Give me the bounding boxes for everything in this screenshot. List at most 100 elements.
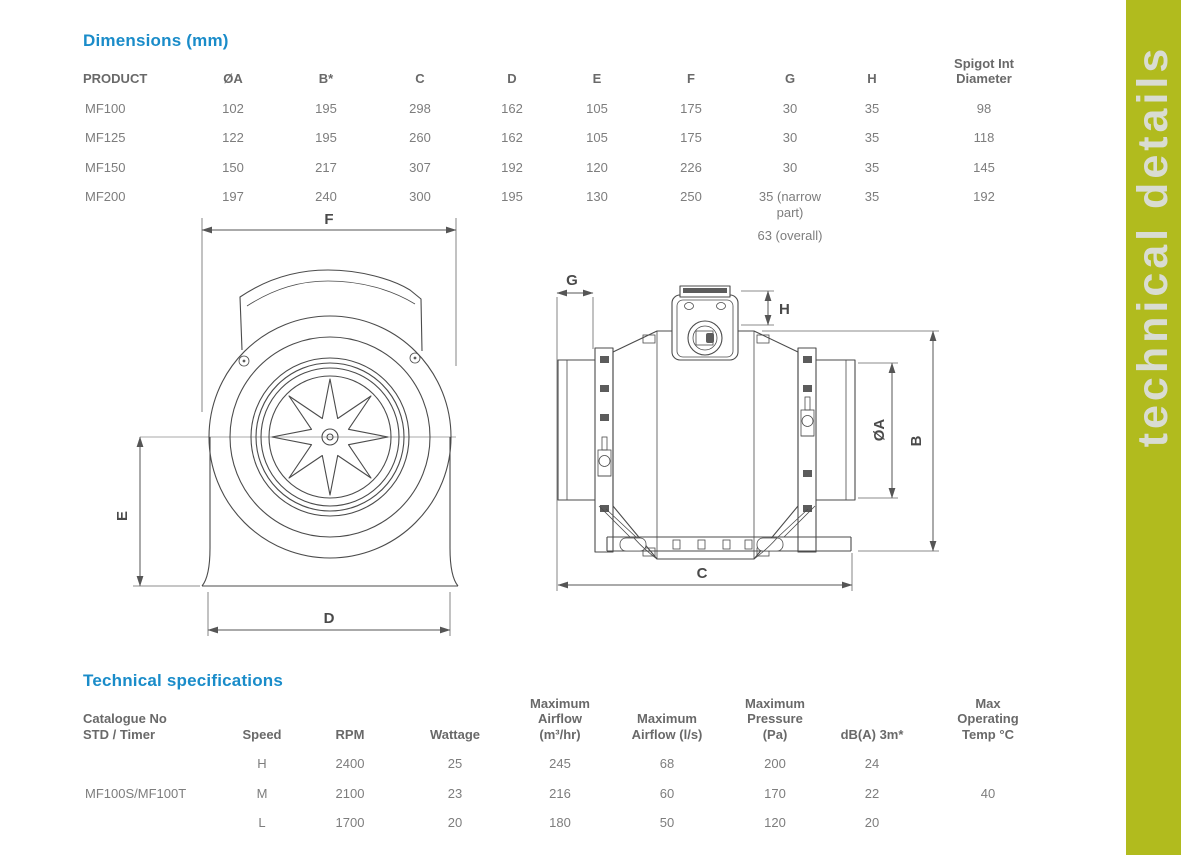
column-header: RPM xyxy=(335,726,365,742)
side-tab-label: technical details xyxy=(1129,44,1177,448)
table-cell: 195 xyxy=(315,100,337,116)
table-cell: 192 xyxy=(973,189,995,205)
impeller-drawing xyxy=(271,378,389,496)
table-cell: L xyxy=(258,815,266,831)
column-header: Catalogue No STD / Timer xyxy=(83,711,167,742)
column-header: Maximum Pressure (Pa) xyxy=(745,696,805,742)
column-header: C xyxy=(415,71,425,87)
column-header: ØA xyxy=(223,71,243,87)
table-cell: 120 xyxy=(764,815,786,831)
column-header: H xyxy=(867,71,877,87)
table-cell: 105 xyxy=(586,100,608,116)
table-cell: 245 xyxy=(549,755,571,771)
table-cell: 145 xyxy=(973,159,995,175)
table-cell: 24 xyxy=(864,755,880,771)
mounting-foot-drawing xyxy=(598,505,852,560)
side-view-drawing xyxy=(557,285,856,560)
table-cell: 240 xyxy=(315,189,337,205)
table-cell: 2100 xyxy=(335,785,365,801)
column-header: F xyxy=(687,71,695,87)
table-cell: H xyxy=(257,755,267,771)
side-view-dimensions: G H ØA B C xyxy=(556,272,939,591)
specs-title: Technical specifications xyxy=(83,671,284,690)
table-cell: 2400 xyxy=(335,755,365,771)
table-cell: 217 xyxy=(315,159,337,175)
table-cell: MF100 xyxy=(85,100,126,116)
table-cell: 68 xyxy=(659,755,675,771)
table-cell: 192 xyxy=(501,159,523,175)
side-tab-technical-details xyxy=(1126,0,1181,855)
table-cell: 197 xyxy=(222,189,244,205)
table-cell: 226 xyxy=(680,159,702,175)
table-cell: 195 xyxy=(501,189,523,205)
column-header: Spigot Int Diameter xyxy=(954,56,1014,87)
table-cell: 162 xyxy=(501,130,523,146)
table-cell: 20 xyxy=(864,815,880,831)
table-cell: 30 xyxy=(782,159,798,175)
table-cell: 180 xyxy=(549,815,571,831)
table-cell: 122 xyxy=(222,130,244,146)
table-cell: MF200 xyxy=(85,189,126,205)
table-cell: 30 xyxy=(782,130,798,146)
table-cell: MF100S/MF100T xyxy=(85,785,187,801)
table-cell: 162 xyxy=(501,100,523,116)
column-header: PRODUCT xyxy=(83,71,148,87)
dim-label-dia-a: ØA xyxy=(871,419,888,442)
table-cell: 35 xyxy=(864,159,880,175)
table-row: 63 (overall) xyxy=(83,228,1058,251)
fan-technical-drawing: F E D xyxy=(114,211,939,636)
table-cell: 175 xyxy=(680,130,702,146)
table-cell: 102 xyxy=(222,100,244,116)
dim-label-h: H xyxy=(779,301,790,318)
table-cell xyxy=(83,749,213,779)
table-cell: 195 xyxy=(315,130,337,146)
table-cell: 298 xyxy=(409,100,431,116)
table-cell xyxy=(83,808,213,838)
table-cell: 300 xyxy=(409,189,431,205)
table-cell xyxy=(929,749,1047,779)
table-cell: 105 xyxy=(586,130,608,146)
table-cell xyxy=(929,808,1047,838)
table-cell: MF125 xyxy=(85,130,126,146)
table-row: H 2400 25 245 68 200 24 xyxy=(83,749,1047,779)
column-header: E xyxy=(592,71,602,87)
table-cell: 22 xyxy=(864,785,880,801)
table-cell: 130 xyxy=(586,189,608,205)
column-header: Max Operating Temp °C xyxy=(957,696,1019,742)
terminal-box-drawing xyxy=(671,285,739,361)
mounting-bracket-drawing xyxy=(238,269,423,367)
table-cell: 175 xyxy=(680,100,702,116)
table-cell: 35 (narrow part) xyxy=(758,189,822,221)
table-cell: 120 xyxy=(586,159,608,175)
table-cell: 25 xyxy=(447,755,463,771)
table-row: MF150 150 217 307 192 120 226 30 35 145 xyxy=(83,153,1058,183)
dim-label-b: B xyxy=(908,435,925,446)
table-cell: 60 xyxy=(659,785,675,801)
table-cell: MF150 xyxy=(85,159,126,175)
dimensions-title: Dimensions (mm) xyxy=(83,31,229,50)
dim-label-c: C xyxy=(697,565,708,582)
table-cell: 200 xyxy=(764,755,786,771)
table-cell: 170 xyxy=(764,785,786,801)
column-header: dB(A) 3m* xyxy=(840,726,904,742)
column-header: D xyxy=(507,71,517,87)
table-cell: 35 xyxy=(864,100,880,116)
table-cell: 150 xyxy=(222,159,244,175)
table-cell: 216 xyxy=(549,785,571,801)
table-cell: 30 xyxy=(782,100,798,116)
table-cell: 50 xyxy=(659,815,675,831)
table-cell: M xyxy=(256,785,268,801)
table-cell: 307 xyxy=(409,159,431,175)
front-view-drawing xyxy=(140,269,459,587)
column-header: B* xyxy=(318,71,334,87)
table-cell: 40 xyxy=(980,785,996,801)
table-cell: 260 xyxy=(409,130,431,146)
